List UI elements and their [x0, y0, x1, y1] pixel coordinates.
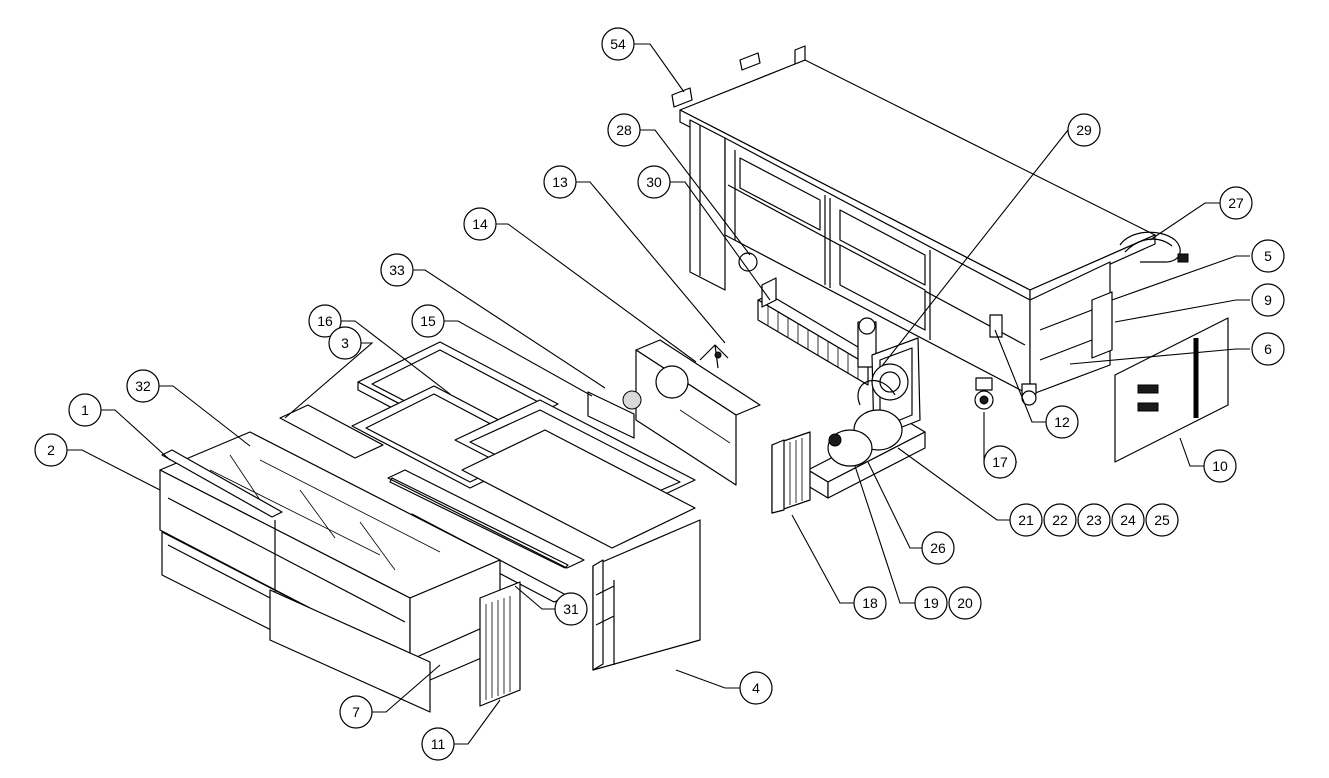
callout-25: 25 [1145, 503, 1179, 537]
side-panel [1114, 317, 1229, 463]
svg-text:16: 16 [317, 313, 333, 329]
svg-text:2: 2 [47, 442, 55, 458]
callout-15: 15 [411, 304, 445, 338]
callout-26: 26 [921, 531, 955, 565]
cabinet-top-assembly [671, 45, 1189, 410]
svg-text:25: 25 [1154, 512, 1170, 528]
svg-text:18: 18 [862, 595, 878, 611]
svg-text:9: 9 [1264, 292, 1272, 308]
callout-2: 2 [34, 433, 68, 467]
svg-text:30: 30 [646, 174, 662, 190]
svg-text:4: 4 [752, 680, 760, 696]
svg-text:29: 29 [1076, 122, 1092, 138]
svg-text:1: 1 [81, 402, 89, 418]
callout-31: 31 [554, 592, 588, 626]
svg-text:54: 54 [610, 36, 626, 52]
svg-text:33: 33 [389, 262, 405, 278]
svg-text:31: 31 [563, 601, 579, 617]
svg-text:15: 15 [420, 313, 436, 329]
svg-text:14: 14 [472, 216, 488, 232]
shelf-frame-right-lower [461, 429, 696, 549]
svg-text:6: 6 [1264, 341, 1272, 357]
leader-lines [67, 43, 1250, 745]
callout-30: 30 [637, 165, 671, 199]
callout-27: 27 [1219, 186, 1253, 220]
louver-panel [479, 581, 521, 707]
callout-17: 17 [983, 445, 1017, 479]
cabinet-end [592, 519, 701, 671]
svg-text:23: 23 [1086, 512, 1102, 528]
callout-6: 6 [1251, 332, 1285, 366]
svg-text:32: 32 [135, 378, 151, 394]
callout-3: 3 [328, 326, 362, 360]
svg-text:7: 7 [352, 704, 360, 720]
svg-text:27: 27 [1228, 195, 1244, 211]
evaporator-coil [738, 252, 881, 386]
callout-4: 4 [739, 671, 773, 705]
callout-18: 18 [853, 586, 887, 620]
condenser-coil [771, 431, 811, 514]
svg-text:12: 12 [1054, 414, 1070, 430]
callout-5: 5 [1251, 239, 1285, 273]
svg-text:24: 24 [1120, 512, 1136, 528]
back-panel [279, 404, 384, 459]
svg-text:19: 19 [923, 595, 939, 611]
svg-text:11: 11 [431, 736, 446, 752]
callout-32: 32 [126, 369, 160, 403]
callout-16: 16 [308, 304, 342, 338]
fan-shroud-panel [587, 339, 761, 486]
svg-text:5: 5 [1264, 248, 1272, 264]
drawer-assembly [159, 431, 501, 713]
callout-9: 9 [1251, 283, 1285, 317]
svg-text:3: 3 [341, 335, 349, 351]
callout-21: 21 [1009, 503, 1043, 537]
callout-54: 54 [601, 27, 635, 61]
caster [1021, 383, 1037, 406]
svg-text:28: 28 [616, 122, 632, 138]
svg-text:20: 20 [957, 595, 973, 611]
callout-23: 23 [1077, 503, 1111, 537]
callout-14: 14 [463, 207, 497, 241]
svg-text:10: 10 [1212, 458, 1228, 474]
callout-22: 22 [1043, 503, 1077, 537]
callout-20: 20 [948, 586, 982, 620]
svg-text:17: 17 [992, 454, 1008, 470]
callout-1: 1 [68, 393, 102, 427]
callout-19: 19 [914, 586, 948, 620]
svg-text:22: 22 [1052, 512, 1068, 528]
callout-28: 28 [607, 113, 641, 147]
callout-24: 24 [1111, 503, 1145, 537]
svg-text:26: 26 [930, 540, 946, 556]
callout-7: 7 [339, 695, 373, 729]
callout-29: 29 [1067, 113, 1101, 147]
caster [974, 377, 994, 410]
callout-11: 11 [421, 727, 455, 761]
callout-33: 33 [380, 253, 414, 287]
callout-13: 13 [543, 165, 577, 199]
svg-text:13: 13 [552, 174, 568, 190]
svg-text:21: 21 [1018, 512, 1034, 528]
callout-12: 12 [1045, 405, 1079, 439]
callout-10: 10 [1203, 449, 1237, 483]
